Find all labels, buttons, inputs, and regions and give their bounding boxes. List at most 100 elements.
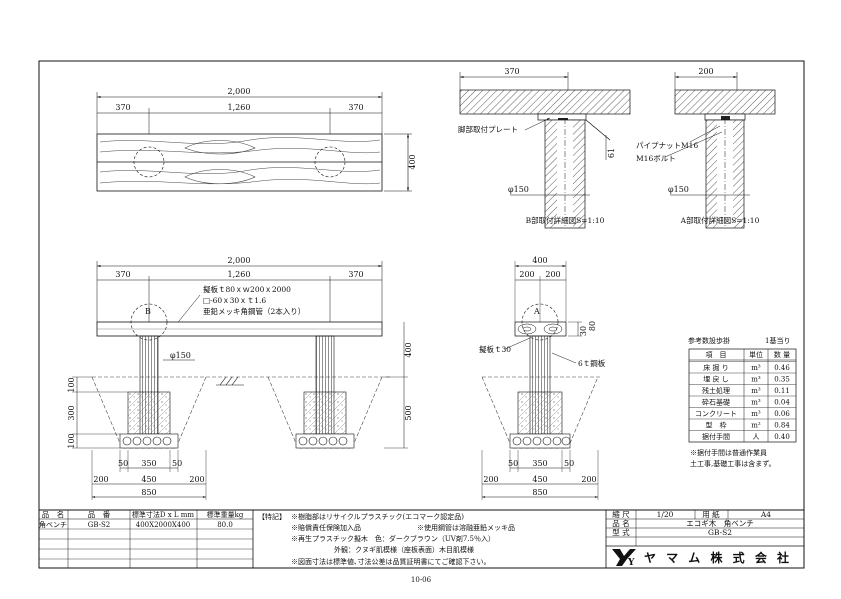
- front-dim-200l: 200: [93, 475, 108, 484]
- detail-b-caption: B部取付詳細図S=1:10: [526, 215, 605, 225]
- detail-b-dim-plate: 61: [607, 148, 616, 158]
- tb-type-label: 型 式: [612, 527, 630, 537]
- detail-a-bolt-label: M16ボルト: [636, 154, 676, 163]
- ref-cell-6-0: 据付手間: [702, 432, 730, 441]
- ref-cell-2-1: m³: [751, 387, 761, 395]
- ref-cell-4-2: 0.06: [774, 410, 790, 418]
- tb-header-size: 標準寸法D x L mm: [132, 510, 195, 519]
- front-dim-left: 370: [115, 270, 130, 279]
- front-dim-450: 450: [141, 475, 156, 484]
- ref-cell-3-1: m³: [751, 399, 761, 407]
- ref-header-item: 項 目: [706, 351, 727, 359]
- side-dim-200b: 200: [545, 270, 560, 279]
- ref-cell-3-0: 砕石基礎: [702, 398, 730, 407]
- side-dim-80: 80: [588, 321, 597, 331]
- tb-header-weight: 標準重量kg: [207, 510, 244, 519]
- tb-features-label: 【特記】: [258, 512, 286, 521]
- tb-header-code: 品 番: [88, 509, 111, 519]
- ref-cell-2-2: 0.11: [774, 387, 790, 395]
- side-dim-200a: 200: [519, 270, 534, 279]
- detail-a-dim-pipe: φ150: [668, 185, 689, 194]
- front-dim-50r: 50: [172, 459, 182, 468]
- front-dim-100b: 100: [67, 433, 76, 448]
- detail-b: 370 脚部取付プレート 61 φ150 B部取付詳細図S=1:10: [458, 67, 631, 229]
- tb-paper-value: A4: [760, 510, 771, 519]
- tb-scale-value: 1/20: [657, 510, 674, 519]
- tb-value-name: 角ベンチ: [39, 520, 67, 529]
- front-dim-850: 850: [141, 488, 156, 497]
- side-label-a: A: [533, 307, 540, 316]
- ref-header-qty: 数 量: [774, 350, 790, 359]
- side-dim-200r: 200: [581, 475, 596, 484]
- side-dim-200l: 200: [483, 475, 498, 484]
- tb-scale-label: 縮 尺: [612, 509, 630, 519]
- side-dim-50r: 50: [564, 459, 574, 468]
- tb-paper-label: 用 紙: [702, 509, 720, 519]
- front-note-1: 擬板ｔ80ｘｗ200ｘ2000: [203, 284, 291, 294]
- company-logo-letter: Y: [627, 558, 635, 568]
- ref-note-1: ※据付手間は普通作業員: [690, 448, 767, 457]
- ref-cell-1-0: 埋 戻 し: [703, 375, 728, 384]
- front-dim-total: 2,000: [228, 256, 251, 265]
- ref-cell-6-2: 0.40: [774, 433, 790, 441]
- tb-name-label: 品 名: [612, 518, 629, 528]
- ref-note-2: 土工事,基礎工事は含まず。: [690, 459, 776, 468]
- ref-table-unit-note: 1基当り: [765, 336, 790, 345]
- top-dim-height: 400: [408, 154, 417, 169]
- tb-feature-2b: ※使用鋼管は溶融亜鉛メッキ品: [417, 523, 515, 532]
- side-steel-label: 6ｔ鋼板: [578, 358, 606, 368]
- front-dim-200r: 200: [189, 475, 204, 484]
- ref-cell-0-2: 0.46: [774, 364, 790, 372]
- tb-type-value: GB-S2: [708, 528, 732, 537]
- front-dim-right: 370: [348, 270, 363, 279]
- top-dim-total: 2,000: [228, 87, 251, 96]
- company-logo: Y: [612, 549, 636, 568]
- detail-b-plate-label: 脚部取付プレート: [458, 124, 518, 134]
- front-label-b: B: [145, 307, 151, 316]
- tb-header-name: 品 名: [42, 509, 65, 519]
- front-dim-center: 1,260: [228, 270, 251, 279]
- tb-feature-5: ※図面寸法は標準値､寸法公差は品質証明書にてご確認下さい。: [291, 557, 491, 566]
- tb-feature-3: ※再生プラスチック擬木 色：ダークブラウン（UV剤7.5％入）: [291, 534, 495, 543]
- tb-feature-1: ※樹脂部はリサイクルプラスチック(エコマーク認定品): [291, 512, 464, 521]
- tb-value-weight: 80.0: [217, 521, 233, 529]
- side-dim-400: 400: [532, 256, 547, 265]
- detail-a-nut-label: パイプナットM16: [636, 141, 698, 150]
- front-dim-pipe: φ150: [170, 351, 191, 360]
- title-block: 品 名 品 番 標準寸法D x L mm 標準重量kg 角ベンチ GB-S2 4…: [39, 509, 804, 568]
- tb-feature-4: 外観：クヌギ肌模様（座板表面）木目肌模様: [334, 545, 474, 554]
- front-note-3: 亜鉛メッキ角鋼管（2本入り）: [203, 306, 305, 316]
- top-dim-left: 370: [115, 103, 130, 112]
- ref-cell-2-0: 残土処理: [702, 386, 730, 395]
- side-plank-label: 擬板ｔ30: [479, 344, 511, 354]
- side-dim-30: 30: [579, 326, 588, 336]
- ref-cell-4-1: m³: [751, 410, 761, 418]
- front-view: 2,000 370 1,260 370 擬板ｔ80ｘｗ200ｘ2000 □-60…: [67, 256, 413, 500]
- ref-cell-5-1: m²: [751, 422, 761, 430]
- side-dim-850: 850: [532, 488, 547, 497]
- front-dim-350: 350: [141, 459, 156, 468]
- company-name: ヤ マ ム 株 式 会 社: [644, 550, 792, 565]
- ref-cell-0-0: 床 掘 り: [703, 363, 728, 372]
- ref-cell-1-2: 0.35: [774, 376, 790, 384]
- side-dim-50l: 50: [508, 459, 518, 468]
- detail-a-dim-width: 200: [698, 67, 713, 76]
- side-dim-450: 450: [532, 475, 547, 484]
- ref-table-title: 参考数設歩掛: [688, 336, 730, 345]
- page-number: 10-06: [411, 576, 432, 584]
- top-dim-right: 370: [348, 103, 363, 112]
- front-dim-50l: 50: [118, 459, 128, 468]
- ref-cell-5-0: 型 枠: [706, 421, 727, 430]
- tb-value-code: GB-S2: [88, 521, 110, 529]
- side-view: 400 200 200 A 30 80 擬板ｔ30 6ｔ鋼板: [479, 256, 606, 500]
- front-dim-h400: 400: [404, 342, 413, 357]
- ref-cell-1-1: m³: [751, 376, 761, 384]
- top-view: 2,000 370 1,260 370 400: [96, 87, 417, 192]
- sheet-border: [38, 60, 805, 569]
- ref-cell-5-2: 0.84: [774, 422, 790, 430]
- ref-cell-4-0: コンクリート: [695, 410, 737, 418]
- front-dim-300: 300: [67, 405, 76, 420]
